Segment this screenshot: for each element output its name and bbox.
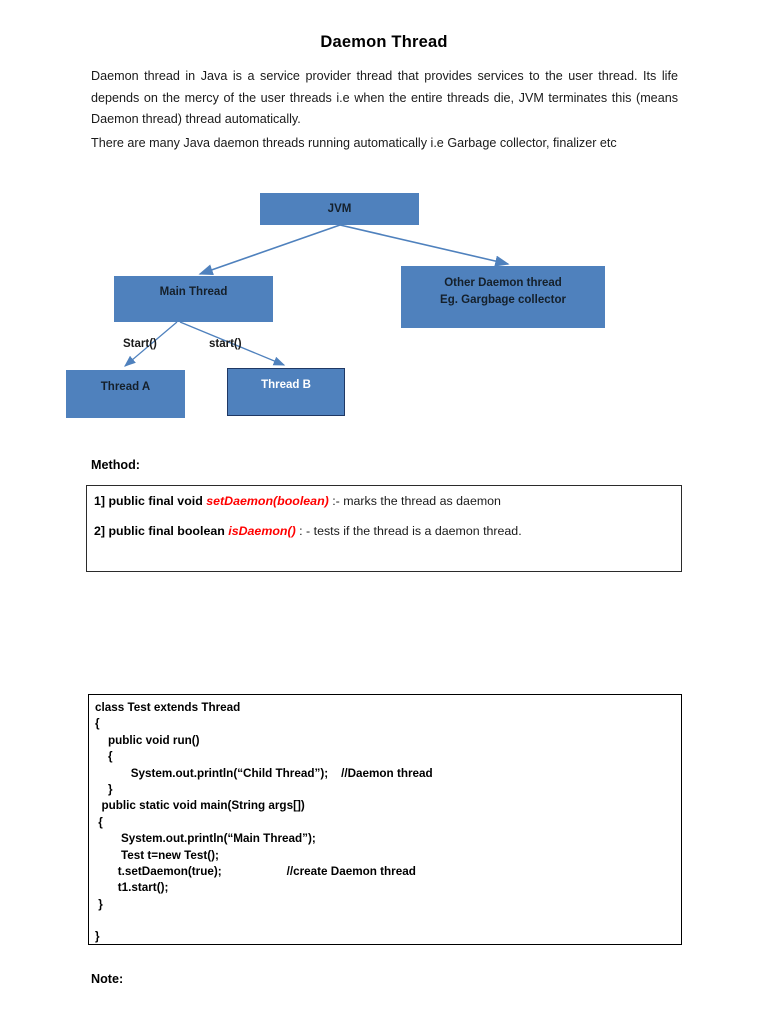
method-item-1-name: setDaemon(boolean)	[206, 494, 329, 508]
diagram-node-other-daemon-thread: Other Daemon thread Eg. Gargbage collect…	[401, 266, 605, 328]
edge-label-start-thread-a: Start()	[123, 338, 157, 350]
diagram-node-thread-a: Thread A	[66, 370, 185, 418]
intro-paragraph: Daemon thread in Java is a service provi…	[91, 69, 678, 126]
code-line: }	[95, 930, 100, 944]
arrow-jvm-to-other-daemon	[339, 224, 510, 267]
daemon-examples-paragraph: There are many Java daemon threads runni…	[91, 136, 617, 150]
method-heading: Method:	[91, 458, 140, 472]
node-label-other-daemon-line1: Other Daemon thread	[444, 277, 562, 289]
code-line: public static void main(String args[])	[95, 799, 305, 813]
arrow-main-to-thread-a	[124, 321, 178, 367]
arrow-jvm-to-main-thread	[198, 224, 341, 276]
code-example-box: class Test extends Thread { public void …	[88, 694, 682, 945]
note-heading: Note:	[91, 972, 124, 986]
edge-label-start-thread-b: start()	[209, 338, 242, 350]
diagram-node-thread-b: Thread B	[227, 368, 345, 416]
diagram-arrows	[124, 224, 510, 367]
method-box: 1] public final void setDaemon(boolean) …	[86, 485, 682, 572]
diagram-node-main-thread: Main Thread	[114, 276, 273, 322]
code-line: t1.start();	[95, 881, 169, 895]
code-line: {	[95, 750, 113, 764]
method-item-set-daemon: 1] public final void setDaemon(boolean) …	[94, 494, 501, 508]
page-title: Daemon Thread	[320, 33, 448, 51]
node-label-main-thread: Main Thread	[159, 286, 228, 298]
method-item-is-daemon: 2] public final boolean isDaemon() : - t…	[94, 524, 522, 538]
node-label-thread-a: Thread A	[100, 381, 151, 393]
method-item-2-prefix: 2] public final boolean	[94, 524, 229, 538]
diagram-node-jvm: JVM	[260, 193, 419, 225]
code-line: }	[95, 783, 113, 797]
code-line: {	[95, 717, 100, 731]
method-item-1-prefix: 1] public final void	[94, 494, 207, 508]
code-line: System.out.println(“Main Thread”);	[95, 832, 316, 846]
method-item-2-name: isDaemon()	[228, 524, 296, 538]
code-line: {	[95, 815, 103, 829]
node-label-thread-b: Thread B	[261, 379, 311, 391]
code-line: }	[95, 897, 103, 911]
method-item-2-description: : - tests if the thread is a daemon thre…	[295, 524, 522, 538]
code-line: Test t=new Test();	[95, 848, 219, 862]
arrow-main-to-thread-b	[179, 321, 286, 366]
method-item-1-description: :- marks the thread as daemon	[328, 494, 501, 508]
code-line: public void run()	[95, 733, 200, 747]
node-label-jvm: JVM	[327, 202, 352, 215]
code-line	[95, 913, 681, 929]
code-line: System.out.println(“Child Thread”); //Da…	[95, 766, 433, 780]
node-label-other-daemon-line2: Eg. Gargbage collector	[440, 294, 566, 306]
thread-hierarchy-diagram: JVM Main Thread Other Daemon thread Eg. …	[0, 180, 768, 440]
code-line: t.setDaemon(true); //create Daemon threa…	[95, 865, 416, 879]
code-line: class Test extends Thread	[95, 701, 241, 714]
